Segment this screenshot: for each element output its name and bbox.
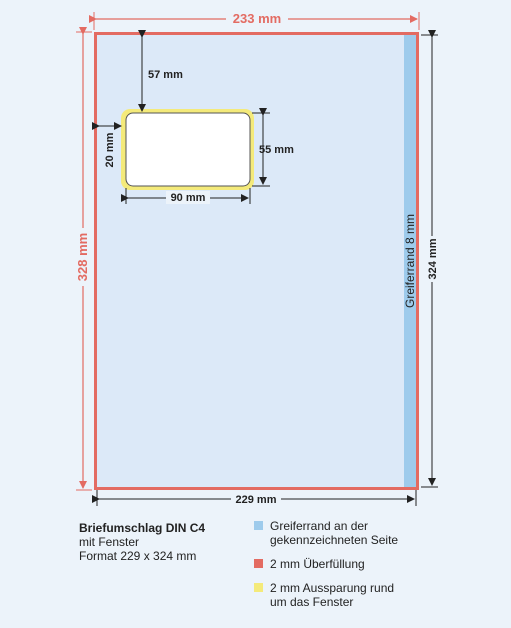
inner-width-label: 229 mm	[236, 494, 277, 506]
legend-label: gekennzeichneten Seite	[270, 533, 399, 547]
caption-format: Format 229 x 324 mm	[79, 549, 197, 563]
envelope-window	[125, 112, 251, 187]
caption-title: Briefumschlag DIN C4	[79, 521, 206, 535]
legend-label: Greiferrand an der	[270, 519, 369, 533]
gripper-edge	[404, 35, 416, 487]
legend-item-gripper: Greiferrand an der gekennzeichneten Seit…	[254, 519, 398, 547]
legend-swatch-bleed	[254, 559, 263, 568]
window-left-offset-label: 20 mm	[104, 132, 116, 167]
outer-height-label: 328 mm	[75, 233, 90, 281]
legend-label: 2 mm Überfüllung	[270, 557, 365, 571]
window-height-label: 55 mm	[259, 144, 294, 156]
legend-label: um das Fenster	[270, 595, 354, 609]
legend: Greiferrand an der gekennzeichneten Seit…	[254, 519, 398, 609]
legend-swatch-window-gap	[254, 583, 263, 592]
legend-swatch-gripper	[254, 521, 263, 530]
gripper-label: Greiferrand 8 mm	[403, 214, 417, 308]
legend-item-bleed: 2 mm Überfüllung	[254, 557, 398, 571]
legend-item-window-gap: 2 mm Aussparung rund um das Fenster	[254, 581, 398, 609]
envelope-caption: Briefumschlag DIN C4 mit Fenster Format …	[79, 521, 205, 563]
caption-subtitle: mit Fenster	[79, 535, 140, 549]
window-width-label: 90 mm	[171, 192, 206, 204]
legend-label: 2 mm Aussparung rund	[270, 581, 395, 595]
inner-height-label: 324 mm	[427, 238, 439, 279]
envelope-sheet	[97, 35, 416, 487]
window-top-offset-label: 57 mm	[148, 69, 183, 81]
outer-width-label: 233 mm	[233, 11, 281, 26]
